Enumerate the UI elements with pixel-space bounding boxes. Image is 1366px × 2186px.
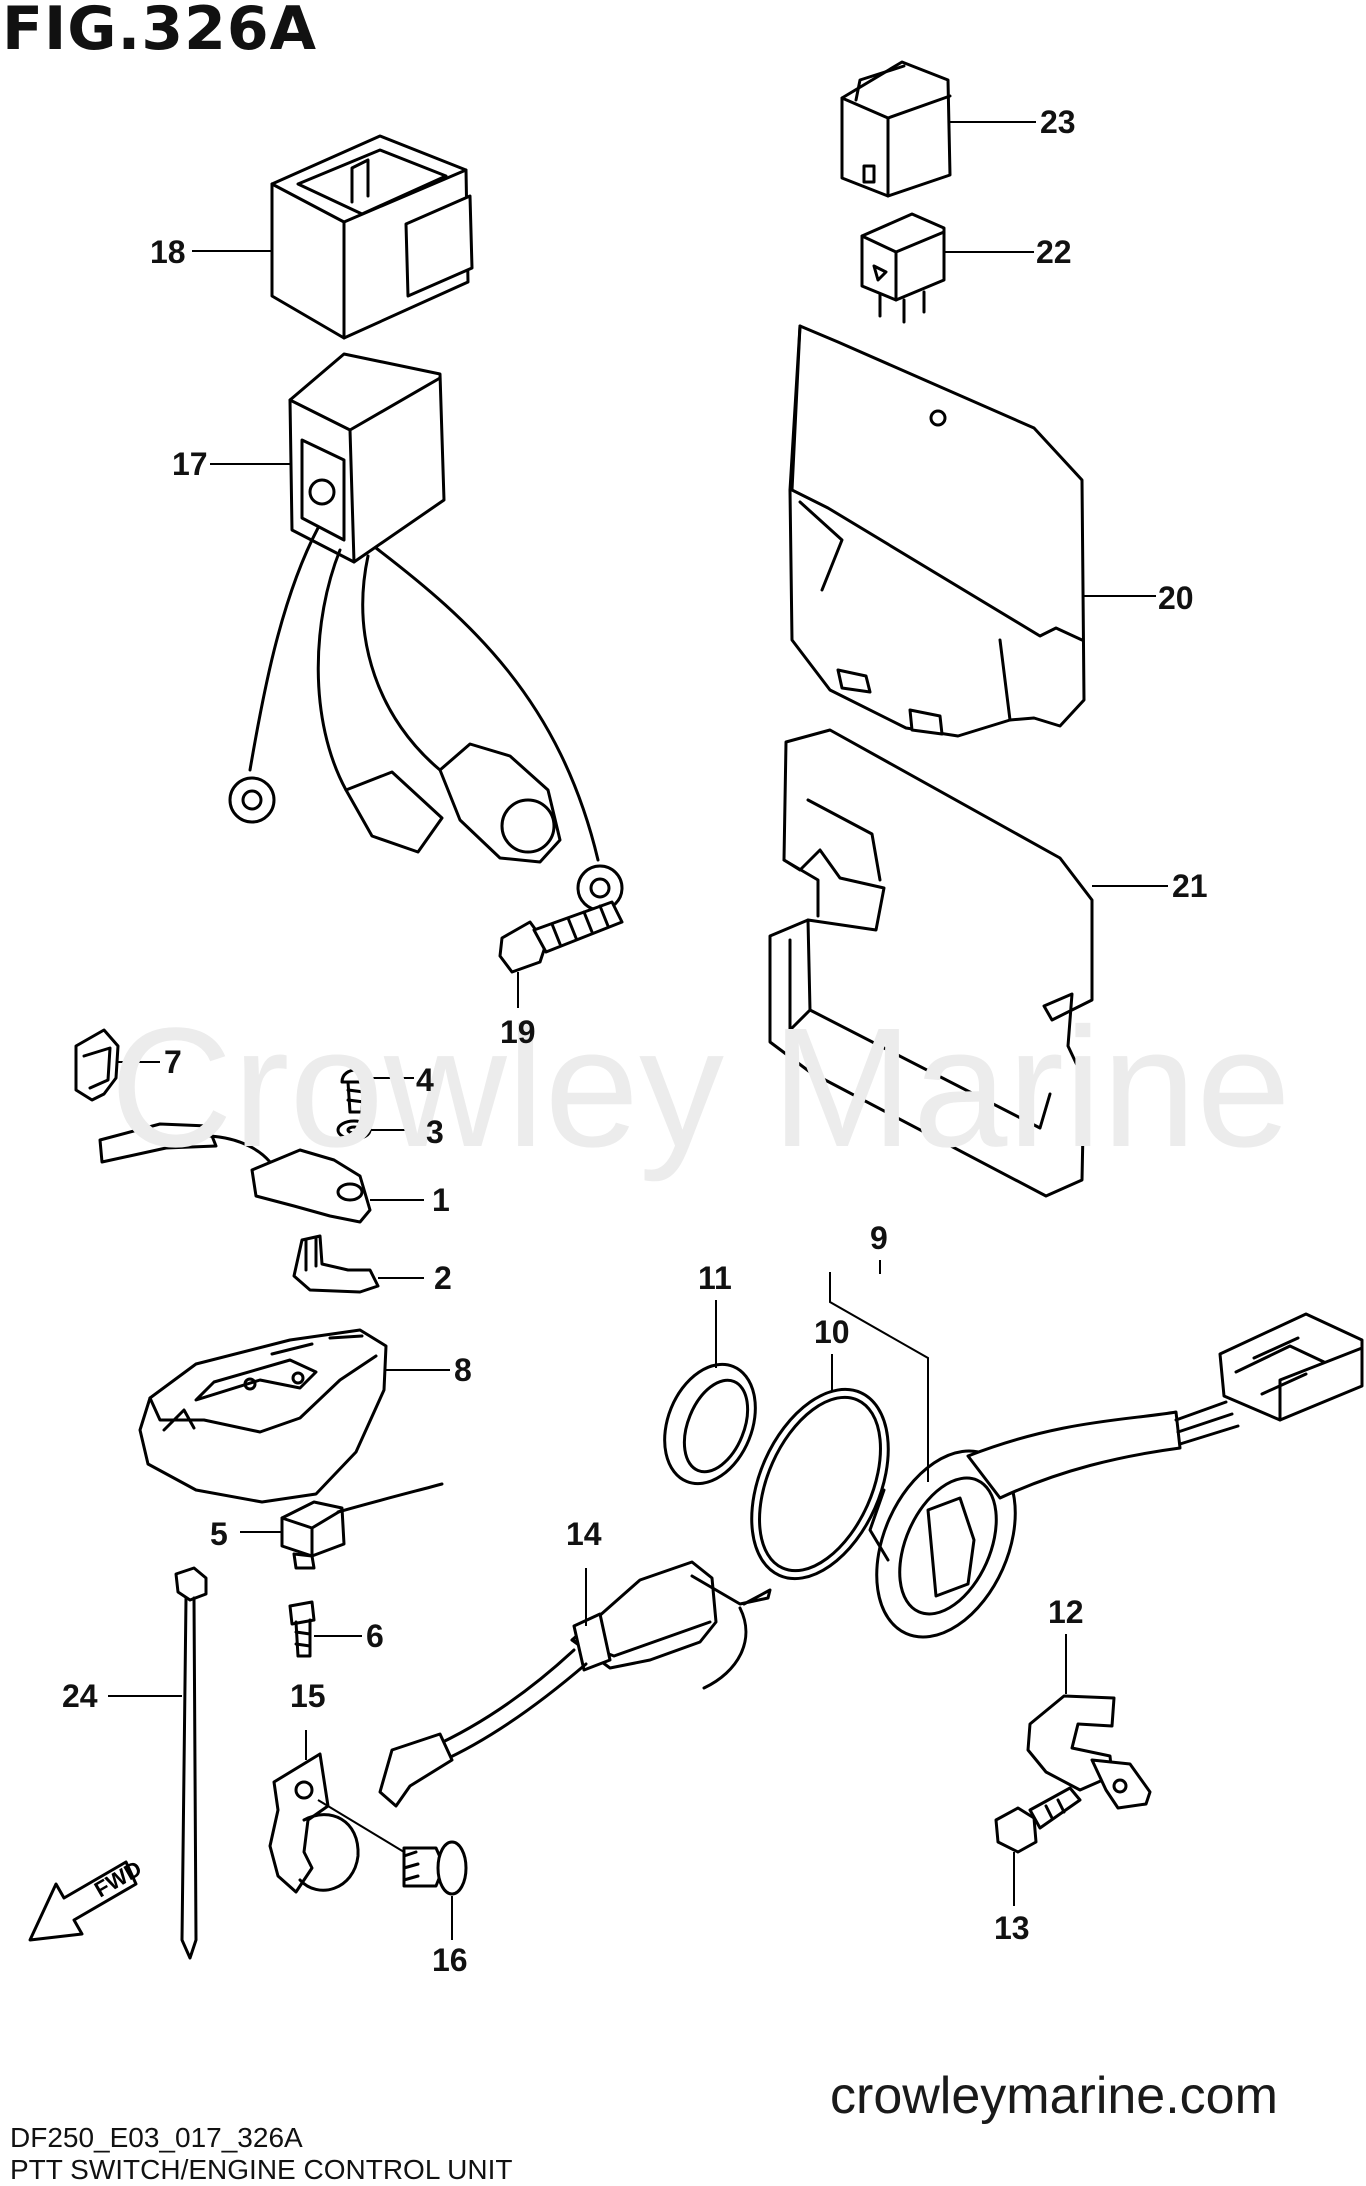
callout-3: 3 [426, 1114, 444, 1150]
callout-9: 9 [870, 1220, 888, 1256]
part-1-sensor-lead[interactable] [98, 1122, 372, 1224]
part-4-screw[interactable] [340, 1068, 372, 1114]
callout-17: 17 [172, 446, 208, 482]
part-20-engine-control-unit[interactable] [788, 324, 1086, 738]
part-9-trim-switch-assembly[interactable] [850, 1312, 1364, 1659]
callout-8: 8 [454, 1352, 472, 1388]
callout-18: 18 [150, 234, 186, 270]
callout-4: 4 [416, 1062, 434, 1098]
watermark: Crowley Marine [110, 993, 1291, 1183]
part-22-relay[interactable] [860, 212, 946, 324]
part-24-cable-tie[interactable] [174, 1566, 208, 1960]
callout-21: 21 [1172, 868, 1208, 904]
part-18-cap[interactable] [270, 134, 474, 340]
callout-13: 13 [994, 1910, 1030, 1946]
callout-1: 1 [432, 1182, 450, 1218]
part-19-bolt[interactable] [498, 900, 624, 974]
callout-2: 2 [434, 1260, 452, 1296]
part-23-relay-cover[interactable] [840, 60, 952, 198]
callout-10: 10 [814, 1314, 850, 1350]
part-7-clip[interactable] [74, 1028, 120, 1102]
leader-16 [317, 1799, 405, 1853]
figure-title: FIG.326A [2, 0, 318, 64]
part-10-o-ring[interactable] [725, 1368, 916, 1600]
callout-12: 12 [1048, 1594, 1084, 1630]
part-13-bolt[interactable] [994, 1786, 1082, 1854]
part-14-switch-lead[interactable] [378, 1560, 772, 1808]
part-12-clamp[interactable] [1026, 1694, 1152, 1810]
part-11-collar[interactable] [648, 1351, 772, 1497]
part-8-holder[interactable] [138, 1328, 388, 1504]
part-17-ptt-switch-harness[interactable] [228, 352, 624, 912]
callout-20: 20 [1158, 580, 1194, 616]
callout-19: 19 [500, 1014, 536, 1050]
part-5-switch[interactable] [280, 1482, 444, 1570]
callout-22: 22 [1036, 234, 1072, 270]
part-15-clamp[interactable] [268, 1752, 360, 1894]
part-16-screw[interactable] [402, 1840, 468, 1896]
leader-9 [829, 1272, 929, 1482]
callout-16: 16 [432, 1942, 468, 1978]
callout-14: 14 [566, 1516, 602, 1552]
callout-23: 23 [1040, 104, 1076, 140]
callout-5: 5 [210, 1516, 228, 1552]
fwd-arrow-icon [28, 1860, 138, 1942]
part-3-washer[interactable] [336, 1119, 372, 1141]
callout-6: 6 [366, 1618, 384, 1654]
callout-24: 24 [62, 1678, 98, 1714]
figure-caption: PTT SWITCH/ENGINE CONTROL UNIT [10, 2154, 513, 2185]
part-2-magnet[interactable] [292, 1234, 380, 1294]
callout-7: 7 [164, 1044, 182, 1080]
part-21-ecu-cover[interactable] [768, 728, 1094, 1198]
drawing-code: DF250_E03_017_326A [10, 2122, 303, 2153]
website-url: crowleymarine.com [830, 2067, 1278, 2125]
callout-15: 15 [290, 1678, 326, 1714]
callout-11: 11 [698, 1260, 732, 1296]
part-6-screw[interactable] [288, 1600, 316, 1658]
